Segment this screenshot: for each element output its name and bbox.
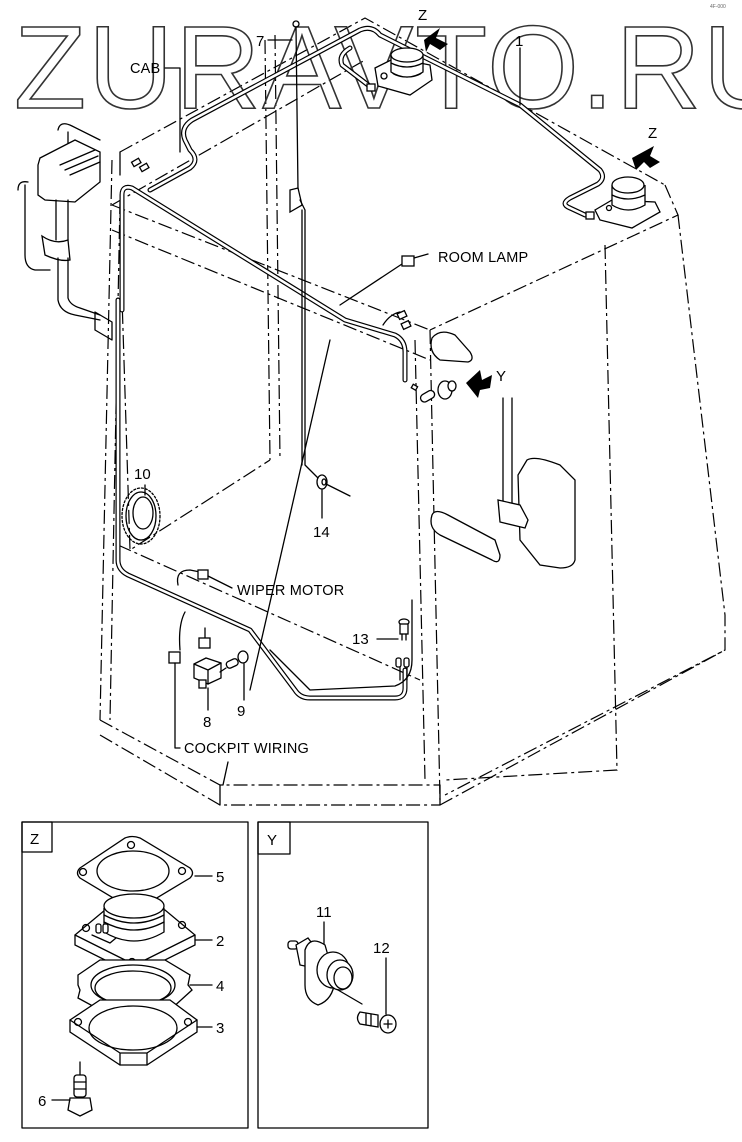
room-lamp-connector — [401, 255, 415, 267]
part-number-5: 5 — [216, 869, 224, 886]
view-label-y: Y — [496, 368, 506, 385]
view-label-z-front: Z — [418, 7, 427, 24]
view-arrow-z-front — [424, 28, 448, 52]
grommet-part-14 — [316, 474, 351, 497]
view-label-z-rear: Z — [648, 125, 657, 142]
speaker-part-10 — [121, 487, 161, 545]
part-number-14: 14 — [313, 524, 330, 541]
part-number-3: 3 — [216, 1020, 224, 1037]
detail-y-title: Y — [267, 832, 277, 849]
part-number-7: 7 — [256, 33, 264, 50]
socket-part-9 — [219, 650, 249, 673]
cab-outline — [99, 17, 726, 806]
part-number-12: 12 — [373, 940, 390, 957]
part-number-1: 1 — [515, 33, 523, 50]
part-number-11: 11 — [316, 904, 332, 921]
cockpit-connector — [168, 651, 181, 664]
view-arrow-y — [466, 370, 492, 398]
part-number-2: 2 — [216, 933, 224, 950]
detail-z-panel: Z 5 2 4 3 — [21, 821, 249, 1129]
part-number-13: 13 — [352, 631, 369, 648]
rear-mirror — [430, 331, 576, 569]
detail-y-panel: Y 11 12 — [257, 821, 429, 1129]
detail-z-title: Z — [30, 831, 39, 848]
wiper-motor-label: WIPER MOTOR — [237, 583, 344, 599]
beacon-rear — [585, 176, 661, 229]
cockpit-wiring-label: COCKPIT WIRING — [184, 741, 309, 757]
switch-part-13 — [398, 618, 410, 641]
part-number-6: 6 — [38, 1093, 46, 1110]
corner-mark: 4F-000 — [710, 4, 726, 10]
beacon-front — [366, 47, 433, 96]
wiper-motor-connector — [197, 569, 209, 580]
lower-harness — [115, 297, 413, 701]
room-lamp-label: ROOM LAMP — [438, 250, 528, 266]
cab-label: CAB — [130, 61, 160, 77]
part-number-4: 4 — [216, 978, 224, 995]
part-number-10: 10 — [134, 466, 151, 483]
part-number-9: 9 — [237, 703, 245, 720]
door-switch — [410, 380, 457, 403]
side-mirror — [17, 123, 113, 341]
view-arrow-z-rear — [632, 146, 660, 170]
relay-part-8 — [193, 657, 222, 689]
antenna — [289, 20, 319, 479]
roof-harness — [119, 25, 606, 383]
part-number-8: 8 — [203, 714, 211, 731]
